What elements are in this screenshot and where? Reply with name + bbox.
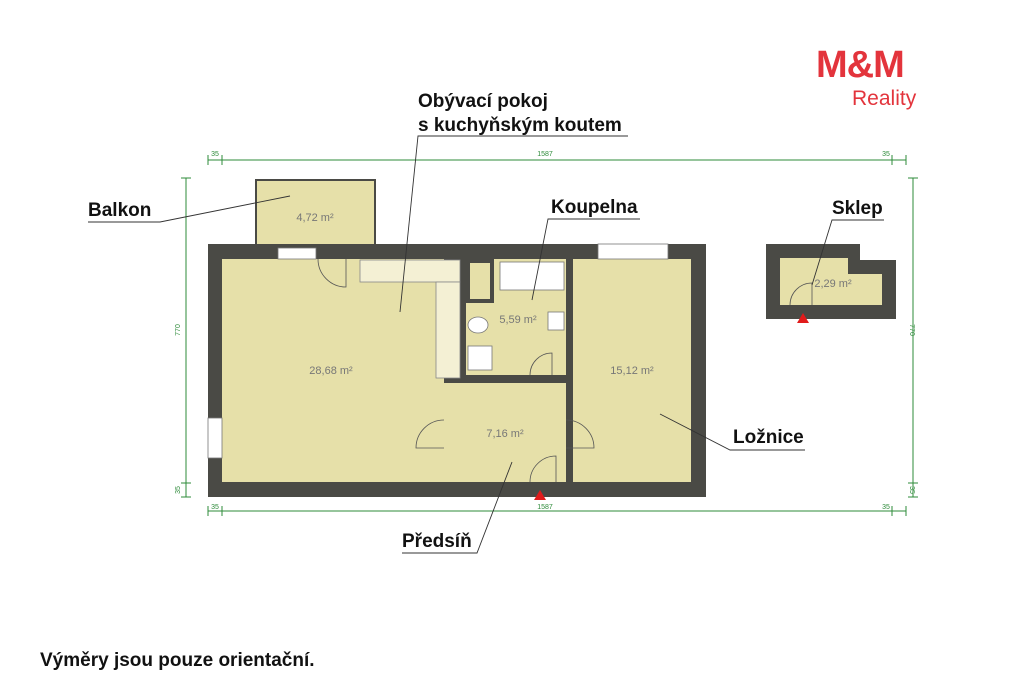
kitchen-counter-side xyxy=(435,281,461,379)
kitchen-counter xyxy=(359,259,461,283)
dim-right-height: 770 xyxy=(908,324,915,336)
balcony-floor xyxy=(255,179,376,257)
area-labels: 4,72 m² 28,68 m² 5,59 m² 7,16 m² 15,12 m… xyxy=(296,212,852,440)
dim-left-height: 770 xyxy=(175,324,182,336)
shaft-inner xyxy=(470,263,490,299)
leader-lines xyxy=(88,135,884,554)
label-bedroom: Ložnice xyxy=(733,427,804,448)
area-hall: 7,16 m² xyxy=(486,428,524,440)
dim-bottom-left: 35 xyxy=(211,504,219,511)
bedroom-floor xyxy=(573,259,691,482)
label-bathroom: Koupelna xyxy=(551,197,638,218)
brand-logo: M&M xyxy=(816,44,905,86)
cellar-floor xyxy=(780,258,882,305)
area-bedroom: 15,12 m² xyxy=(610,365,654,377)
label-cellar: Sklep xyxy=(832,198,883,219)
balcony-window xyxy=(277,247,317,260)
washing-machine xyxy=(467,345,493,371)
bedroom-window xyxy=(597,243,669,260)
sink xyxy=(547,311,565,331)
bathtub xyxy=(499,261,565,291)
dim-top-total: 1587 xyxy=(537,151,553,158)
disclaimer-note: Výměry jsou pouze orientační. xyxy=(40,650,315,671)
dimension-labels: 1587 35 35 1587 35 35 770 35 770 35 xyxy=(175,151,915,511)
dim-top-left: 35 xyxy=(211,151,219,158)
area-bathroom: 5,59 m² xyxy=(499,314,537,326)
toilet xyxy=(467,316,489,334)
label-living-line1: Obývací pokoj xyxy=(418,91,548,112)
living-room-floor xyxy=(222,259,444,482)
dim-bottom-total: 1587 xyxy=(537,504,553,511)
brand-logo-sub: Reality xyxy=(852,87,917,110)
cellar-entrance-marker-icon xyxy=(797,313,809,323)
living-window xyxy=(207,417,223,459)
dim-right-small: 35 xyxy=(908,486,915,494)
label-hall: Předsíň xyxy=(402,531,472,552)
area-living: 28,68 m² xyxy=(309,365,353,377)
label-balcony: Balkon xyxy=(88,200,152,221)
area-cellar: 2,29 m² xyxy=(814,278,852,290)
door-swings xyxy=(317,258,595,483)
cellar-door xyxy=(789,282,813,306)
dim-left-small: 35 xyxy=(175,486,182,494)
label-living-line2: s kuchyňským koutem xyxy=(418,115,622,136)
dim-top-right: 35 xyxy=(882,151,890,158)
area-balcony: 4,72 m² xyxy=(296,212,334,224)
hall-floor xyxy=(444,383,566,482)
dim-bottom-right: 35 xyxy=(882,504,890,511)
entrance-marker-icon xyxy=(534,490,546,500)
dimension-lines xyxy=(181,155,918,516)
